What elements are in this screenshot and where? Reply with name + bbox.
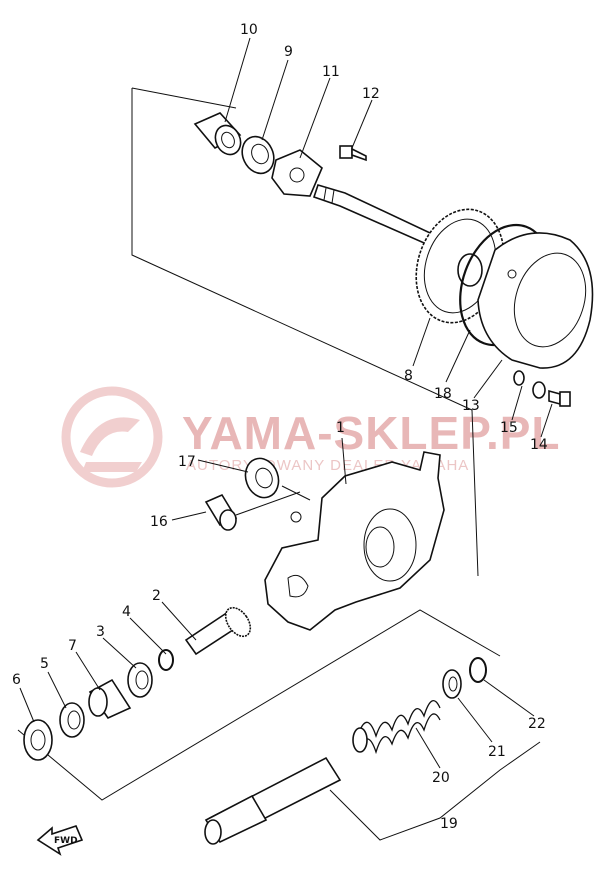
part-22-circlip [469,657,487,683]
callout-5: 5 [40,656,49,672]
part-13-cover [477,232,594,369]
callout-labels: 10 9 11 12 8 18 13 15 14 1 17 16 2 4 3 7… [12,22,548,832]
part-17-bearing [244,457,280,499]
callout-4: 4 [122,604,131,620]
part-10-collar [193,112,242,156]
callout-22: 22 [528,716,546,732]
callout-7: 7 [68,638,77,654]
part-16-sleeve [204,493,238,531]
part-19-shaft [204,756,342,845]
part-3-bearing [127,662,153,698]
callout-21: 21 [488,744,506,760]
upper-assembly-frame [131,87,479,577]
callout-3: 3 [96,624,105,640]
callout-16: 16 [150,514,168,530]
callout-14: 14 [530,437,548,453]
callout-1: 1 [336,420,345,436]
part-21-washer [442,669,462,699]
fwd-label: FWD [54,836,78,846]
yamaha-logo-icon [61,386,163,488]
part-20-spring [352,700,441,755]
callout-6: 6 [12,672,21,688]
watermark: YAMA-SKLEP.PL AUTORYZOWANY DEALER YAMAHA [61,386,561,488]
callout-13: 13 [462,398,480,414]
part-14-bolt [548,389,571,407]
fwd-arrow-icon: FWD [36,825,84,856]
part-15-washer [513,370,546,399]
part-4-circlip [158,649,174,671]
part-11-plate [271,149,323,197]
leader-lines [19,37,553,841]
callout-20: 20 [432,770,450,786]
callout-18: 18 [434,386,452,402]
part-6-oil-seal [23,719,53,761]
leader-16-17 [235,485,311,516]
callout-10: 10 [240,22,258,38]
watermark-title: YAMA-SKLEP.PL [182,407,561,459]
callout-17: 17 [178,454,196,470]
callout-19: 19 [440,816,458,832]
callout-9: 9 [284,44,293,60]
callout-8: 8 [404,368,413,384]
part-2-drive-gear [184,606,252,656]
callout-11: 11 [322,64,340,80]
callout-15: 15 [500,420,518,436]
part-12-bolt [339,145,367,162]
callout-2: 2 [152,588,161,604]
part-5-bearing [59,702,85,738]
lower-assembly-frame [17,609,501,801]
part-1-housing [264,451,445,631]
part-9-bearing [241,135,275,175]
part-7-sleeve [88,678,132,720]
callout-12: 12 [362,86,380,102]
